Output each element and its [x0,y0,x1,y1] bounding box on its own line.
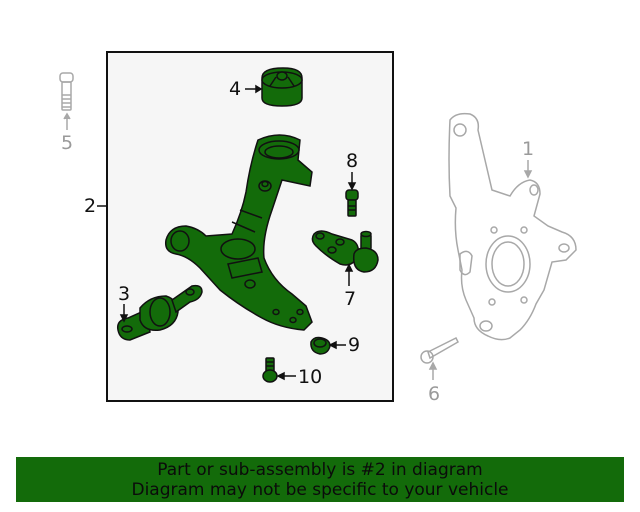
callout-9[interactable]: 9 [348,334,361,356]
callout-5[interactable]: 5 [61,132,74,154]
callout-6[interactable]: 6 [428,383,441,405]
nut-9-icon [310,336,331,355]
callout-10[interactable]: 10 [298,366,323,388]
knuckle-1-icon [448,112,577,341]
ball-joint-7-icon [311,230,379,273]
bushing-3-icon [116,284,203,341]
diagram-info-banner: Part or sub-assembly is #2 in diagram Di… [16,457,624,502]
bushing-4-icon [261,67,303,107]
bolt-5-icon [59,72,74,130]
bolt-6-icon [420,336,459,364]
callout-1[interactable]: 1 [522,138,535,160]
control-arm-2-icon [164,134,313,331]
banner-line-disclaimer: Diagram may not be specific to your vehi… [131,480,509,500]
callout-3[interactable]: 3 [118,283,131,305]
bolt-8-icon [345,189,359,217]
callout-8[interactable]: 8 [346,150,359,172]
bolt-10-icon [262,357,278,383]
banner-line-part-number: Part or sub-assembly is #2 in diagram [157,460,483,480]
callout-4[interactable]: 4 [229,78,242,100]
callout-7[interactable]: 7 [344,288,357,310]
callout-2[interactable]: 2 [84,195,97,217]
